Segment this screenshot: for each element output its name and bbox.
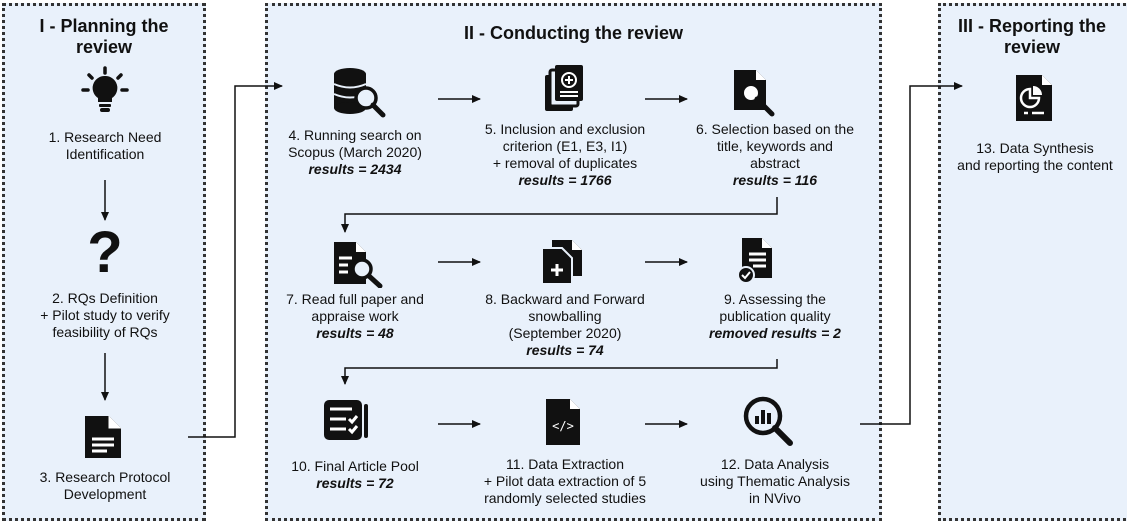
step-result: results = 48	[316, 325, 394, 341]
step-text-line: 4. Running search on	[288, 127, 422, 143]
file-read-icon	[334, 242, 383, 288]
step-result: results = 2434	[308, 161, 402, 177]
step-2-label: 2. RQs Definition+ Pilot study to verify…	[5, 290, 205, 341]
file-stack-add-icon	[545, 65, 583, 111]
step-text-line: criterion (E1, E3, I1)	[502, 138, 628, 154]
code-file-icon: </>	[546, 399, 580, 445]
step-text-line: + removal of duplicates	[492, 155, 638, 171]
step-text-line: 13. Data Synthesis	[976, 140, 1094, 156]
checklist-icon	[324, 400, 368, 440]
step-text-line: abstract	[750, 155, 800, 171]
step-text-line: + Pilot data extraction of 5	[483, 473, 647, 489]
step-text-line: and reporting the content	[957, 157, 1113, 173]
svg-text:</>: </>	[552, 419, 574, 433]
step-result: results = 74	[526, 342, 604, 358]
step-text-line: 12. Data Analysis	[720, 456, 830, 472]
step-text-line: (September 2020)	[508, 325, 622, 341]
step-text-line: randomly selected studies	[484, 490, 646, 506]
step-text-line: 2. RQs Definition	[52, 290, 158, 306]
step-text-line: 8. Backward and Forward	[485, 291, 645, 307]
step-text-line: 6. Selection based on the	[695, 121, 854, 137]
step-text-line: 9. Assessing the	[724, 291, 826, 307]
step-text-line: appraise work	[311, 308, 399, 324]
step-text-line: 5. Inclusion and exclusion	[484, 121, 646, 137]
step-text-line: 7. Read full paper and	[286, 291, 424, 307]
arrow-3-4	[188, 82, 283, 438]
step-text-line: title, keywords and	[717, 138, 833, 154]
step-text-line: using Thematic Analysis	[700, 473, 850, 489]
analytics-search-icon	[743, 396, 793, 446]
report-chart-icon	[1016, 75, 1052, 121]
document-icon	[85, 416, 121, 458]
step-text-line: Scopus (March 2020)	[288, 144, 422, 160]
step-result: results = 72	[316, 475, 394, 491]
step-text-line: Identification	[65, 146, 145, 162]
step-text-line: 3. Research Protocol	[39, 469, 171, 485]
file-check-icon	[737, 238, 772, 284]
arrow-6-7	[341, 197, 778, 233]
step-text-line: publication quality	[719, 308, 831, 324]
step-result: results = 116	[732, 172, 818, 188]
step-text-line: Development	[63, 486, 147, 502]
file-search-icon	[734, 70, 775, 117]
arrow-12-13	[860, 82, 963, 425]
lightbulb-icon	[81, 66, 129, 112]
files-add-icon	[541, 240, 582, 285]
database-search-icon	[333, 68, 386, 118]
step-result: removed results = 2	[709, 325, 841, 341]
step-text-line: 10. Final Article Pool	[291, 458, 419, 474]
step-text-line: 11. Data Extraction	[505, 456, 625, 472]
reporting-title: III - Reporting the review	[958, 16, 1106, 57]
step-result: results = 1766	[518, 172, 612, 188]
step-text-line: 1. Research Need	[48, 129, 162, 145]
step-text-line: + Pilot study to verify	[40, 307, 170, 323]
arrow-9-10	[341, 359, 778, 385]
planning-title: I - Planning the review	[39, 16, 169, 57]
step-11-label: 11. Data Extraction+ Pilot data extracti…	[470, 456, 660, 507]
step-text-line: feasibility of RQs	[52, 324, 158, 340]
step-text-line: in NVivo	[749, 490, 801, 506]
question-mark-icon: ?	[87, 220, 123, 285]
conducting-title: II - Conducting the review	[463, 23, 683, 43]
step-text-line: snowballing	[528, 308, 602, 324]
